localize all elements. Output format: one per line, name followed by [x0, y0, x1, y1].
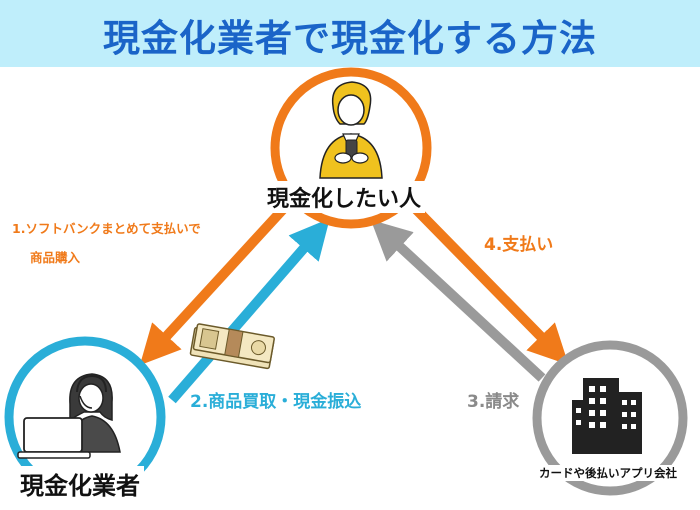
company-node-label: カードや後払いアプリ会社: [537, 465, 679, 481]
step4-label: 4.支払い: [484, 235, 554, 255]
person-icon: [319, 81, 383, 179]
building-icon: [572, 378, 642, 454]
arrow-step3-billing: [370, 219, 546, 382]
person-node-label: 現金化したい人: [263, 181, 426, 213]
dealer-node-label: 現金化業者: [16, 466, 144, 501]
header-band: [0, 0, 700, 67]
step1-label-line1: 1.ソフトバンクまとめて支払いで: [12, 221, 201, 236]
step1-label-line2: 商品購入: [30, 250, 81, 265]
arrow-step2-payout: [168, 218, 330, 404]
arrow-step4-payment: [398, 191, 569, 365]
step2-label: 2.商品買取・現金振込: [190, 392, 362, 412]
money-stack-icon: [189, 323, 275, 370]
step3-label: 3.請求: [467, 392, 520, 412]
operator-icon: [17, 373, 121, 459]
arrow-step1-purchase: [139, 189, 302, 366]
page-title: 現金化業者で現金化する方法: [103, 17, 597, 60]
